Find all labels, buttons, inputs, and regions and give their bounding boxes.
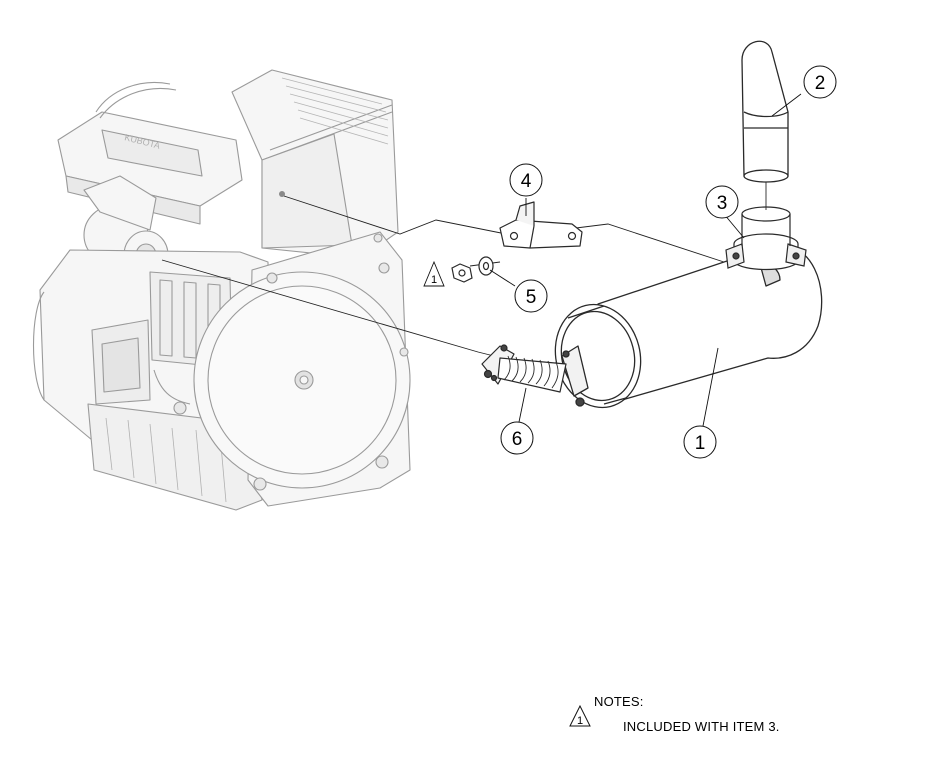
svg-text:4: 4 — [521, 171, 532, 192]
callout-6: 6 — [500, 421, 534, 455]
callout-3: 3 — [705, 185, 739, 219]
flex-pipe-item-6 — [481, 344, 567, 393]
callout-5: 5 — [514, 279, 548, 313]
callout-leaders — [489, 93, 802, 427]
muffler-item-1 — [554, 244, 823, 409]
callout-2: 2 — [803, 65, 837, 99]
callout-4: 4 — [509, 163, 543, 197]
svg-text:2: 2 — [815, 73, 826, 94]
nut-washer-item-5 — [451, 256, 494, 283]
svg-text:6: 6 — [512, 429, 523, 450]
svg-text:1: 1 — [431, 274, 437, 286]
notes-line-1: INCLUDED WITH ITEM 3. — [623, 719, 780, 734]
svg-text:1: 1 — [695, 433, 706, 454]
svg-text:3: 3 — [717, 193, 728, 214]
notes-block: 1 NOTES: INCLUDED WITH ITEM 3. — [568, 692, 908, 742]
notes-title: NOTES: — [594, 694, 644, 709]
svg-text:5: 5 — [526, 287, 537, 308]
note-flag-icon: 1 — [569, 704, 591, 727]
clamp-item-3 — [725, 206, 807, 271]
engine-illustration: KUBOTA — [33, 69, 411, 511]
bracket-item-4 — [499, 201, 583, 249]
note-flag-triangle: 1 — [423, 260, 445, 287]
callout-1: 1 — [683, 425, 717, 459]
tailpipe-item-2 — [741, 40, 789, 210]
svg-text:1: 1 — [577, 715, 583, 727]
